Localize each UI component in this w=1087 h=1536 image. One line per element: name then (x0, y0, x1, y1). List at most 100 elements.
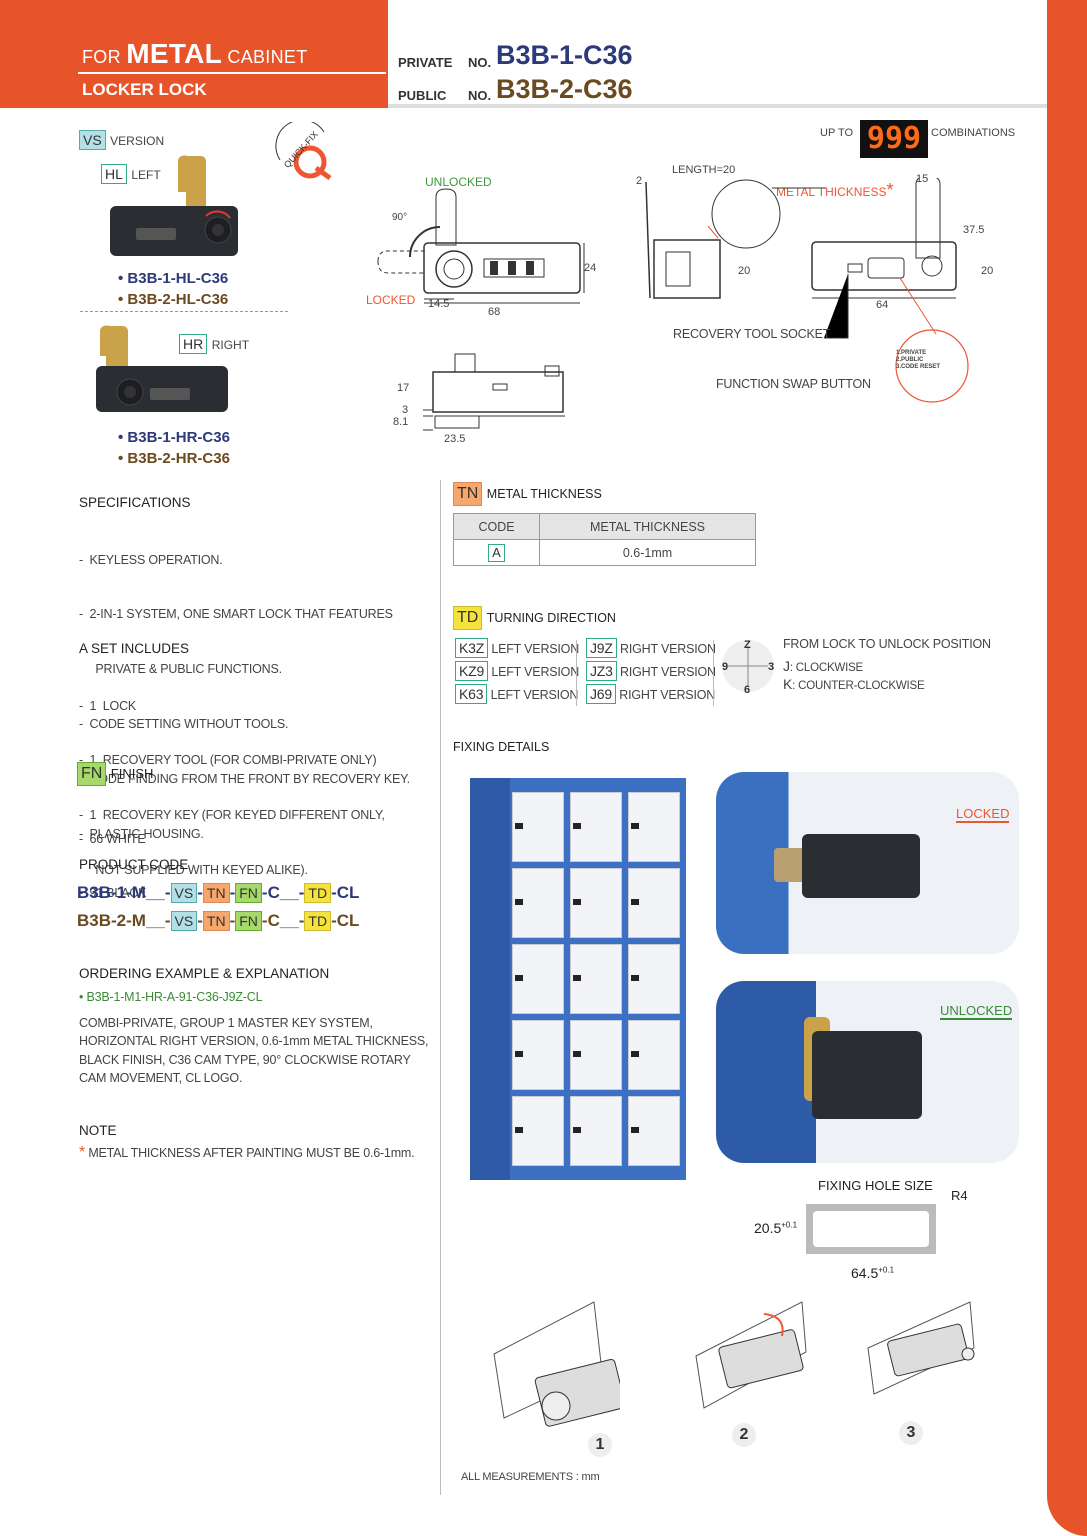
left-model-2: • B3B-2-HL-C36 (118, 291, 229, 308)
set-title: A SET INCLUDES (79, 641, 190, 656)
combination-display: 999 (860, 120, 928, 158)
locker-door (628, 868, 680, 938)
install-step-1 (493, 1301, 620, 1427)
spec-item: - KEYLESS OPERATION. (79, 552, 223, 567)
left-version-heading: HL LEFT (101, 164, 161, 184)
locker-door (570, 1096, 622, 1166)
lock-hl-image (110, 155, 238, 256)
finish-item: - 91 BLACK (79, 886, 147, 901)
cabinet-side (470, 778, 510, 1180)
header-subtitle: LOCKER LOCK (82, 80, 207, 99)
td-tag: TD (453, 606, 483, 630)
version-heading: VS VERSION (79, 130, 164, 150)
note-title: NOTE (79, 1123, 117, 1138)
ordering-title: ORDERING EXAMPLE & EXPLANATION (79, 966, 330, 981)
td-from-label: FROM LOCK TO UNLOCK POSITION (783, 637, 991, 651)
specs-list: - KEYLESS OPERATION. - 2-IN-1 SYSTEM, ON… (79, 514, 410, 862)
svg-text:3: 3 (768, 661, 774, 673)
left-models: • B3B-1-HL-C36 • B3B-2-HL-C36 (118, 270, 228, 308)
install-step-2 (695, 1301, 807, 1409)
step-2-number: 2 (732, 1423, 756, 1447)
right-model-2: • B3B-2-HR-C36 (118, 450, 230, 467)
finish-list: - 66 WHITE - 91 BLACK (79, 793, 146, 921)
locker-door (512, 944, 564, 1014)
hole-width: 64.5+0.1 (851, 1265, 895, 1281)
public-label: PUBLIC (398, 88, 447, 103)
dim-64: 64 (876, 299, 889, 311)
locker-door (512, 1096, 564, 1166)
right-version-heading: HR RIGHT (179, 334, 249, 354)
spec-item: PRIVATE & PUBLIC FUNCTIONS. (79, 662, 282, 677)
hole-radius: R4 (951, 1188, 968, 1203)
no-label: NO. (468, 55, 492, 70)
ordering-example: • B3B-1-M1-HR-A-91-C36-J9Z-CL (79, 990, 263, 1004)
hole-height: 20.5+0.1 (754, 1220, 798, 1236)
svg-text:9: 9 (722, 661, 728, 673)
header-banner (0, 0, 388, 108)
dim-37-5: 37.5 (963, 224, 985, 236)
left-label: LEFT (131, 168, 161, 182)
product-code-title: PRODUCT CODE (79, 857, 189, 872)
set-item: - 1 LOCK (79, 698, 137, 713)
unlocked-photo: UNLOCKED (716, 981, 1019, 1163)
header-title: FOR METAL CABINET (82, 38, 308, 69)
right-label: RIGHT (211, 338, 250, 352)
angle-label: 90° (392, 212, 408, 223)
side-drawing (423, 353, 565, 431)
dim-17: 17 (397, 382, 410, 394)
td-label: TURNING DIRECTION (486, 611, 616, 625)
tn-tag: TN (453, 482, 483, 506)
td-right-list: J9Z RIGHT VERSION JZ3 RIGHT VERSION J69 … (586, 638, 716, 707)
dim-23-5: 23.5 (444, 433, 466, 445)
install-step-3 (867, 1301, 975, 1395)
finish-heading: FN FINISH (77, 762, 153, 786)
locker-door (570, 868, 622, 938)
dim-20-a: 20 (738, 265, 751, 277)
dial-icon: Z 9 3 6 (722, 639, 774, 696)
locker-door (628, 792, 680, 862)
td-divider-1 (576, 640, 577, 706)
spec-item: - CODE FINDING FROM THE FRONT BY RECOVER… (79, 772, 410, 787)
cabinet-doors (512, 792, 682, 1174)
finish-item: - 66 WHITE (79, 831, 146, 846)
dim-24: 24 (584, 262, 597, 274)
locked-photo: LOCKED (716, 772, 1019, 954)
locker-door (628, 1096, 680, 1166)
column-divider (440, 480, 441, 1495)
set-item: - 1 RECOVERY KEY (FOR KEYED DIFFERENT ON… (79, 808, 385, 823)
private-model: B3B-1-C36 (496, 40, 633, 70)
td-left-row: KZ9 LEFT VERSION (455, 661, 579, 684)
lock-hr-image (96, 325, 228, 412)
tn-label: METAL THICKNESS (486, 487, 602, 501)
td-left-row: K63 LEFT VERSION (455, 684, 579, 707)
locked-label: LOCKED (366, 293, 416, 307)
td-right-row: J9Z RIGHT VERSION (586, 638, 716, 661)
upto-label: UP TO (820, 127, 854, 139)
public-model: B3B-2-C36 (496, 74, 633, 104)
locker-door (512, 792, 564, 862)
product-code-line-2: B3B-2-M__-VS-TN-FN-C__-TD-CL (77, 911, 360, 931)
td-k-label: K: COUNTER-CLOCKWISE (783, 676, 925, 692)
tn-heading: TN METAL THICKNESS (453, 482, 602, 506)
td-right-row: J69 RIGHT VERSION (586, 684, 716, 707)
dim-3: 3 (402, 404, 409, 416)
tn-col-thickness: METAL THICKNESS (539, 513, 756, 540)
recovery-socket-label: RECOVERY TOOL SOCKET (673, 327, 831, 341)
svg-text:6: 6 (744, 684, 750, 696)
private-label: PRIVATE (398, 55, 453, 70)
tn-col-code: CODE (453, 513, 540, 540)
measurements-note: ALL MEASUREMENTS : mm (461, 1471, 600, 1483)
locked-photo-label: LOCKED (956, 806, 1010, 823)
specs-title: SPECIFICATIONS (79, 495, 191, 510)
locker-door (628, 1020, 680, 1090)
note-text: * METAL THICKNESS AFTER PAINTING MUST BE… (79, 1144, 415, 1161)
dim-68: 68 (488, 306, 501, 318)
dim-14-5: 14.5 (428, 298, 450, 310)
spec-item: - PLASTIC HOUSING. (79, 827, 204, 842)
locker-door (570, 1020, 622, 1090)
hole-title: FIXING HOLE SIZE (818, 1178, 933, 1193)
combinations-label: COMBINATIONS (931, 127, 1016, 139)
dim-2: 2 (636, 175, 643, 187)
